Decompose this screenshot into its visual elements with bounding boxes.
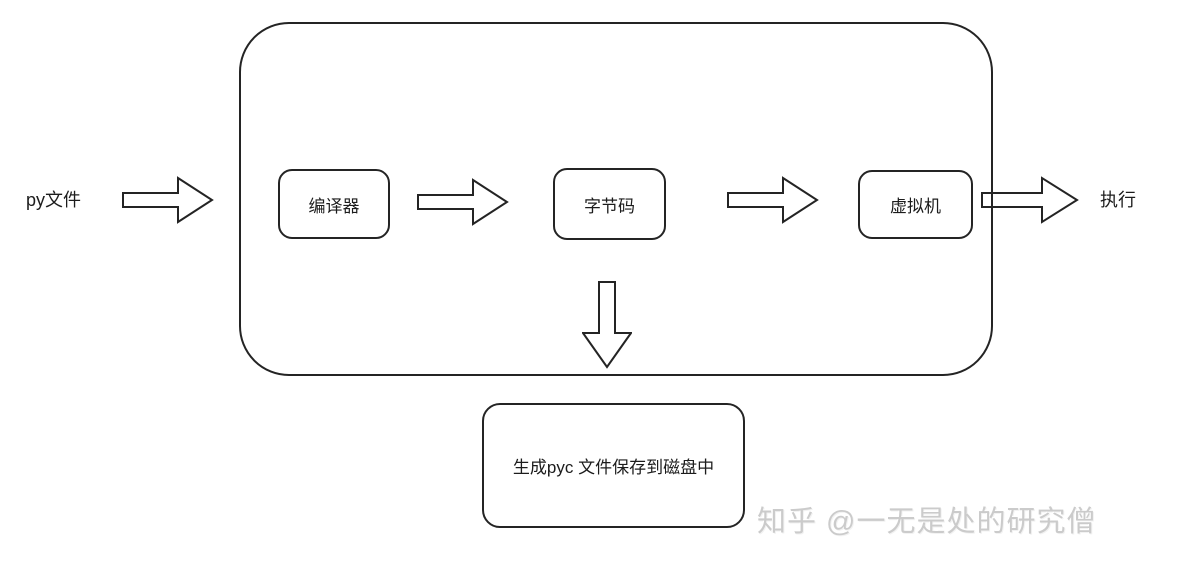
bytecode-node: 字节码 [553, 168, 666, 240]
interpreter-container-frame [239, 22, 993, 376]
compiler-node: 编译器 [278, 169, 390, 239]
bytecode-node-label: 字节码 [584, 196, 635, 216]
execute-label: 执行 [1100, 190, 1136, 210]
vm-node: 虚拟机 [858, 170, 973, 239]
arrow-right-icon [122, 176, 214, 224]
arrow-down-icon [582, 281, 632, 369]
vm-node-label: 虚拟机 [890, 197, 941, 216]
arrow-right-icon [417, 178, 509, 226]
pyc-save-node: 生成pyc 文件保存到磁盘中 [482, 403, 745, 528]
arrow-right-icon [981, 176, 1079, 224]
pyc-save-node-label: 生成pyc 文件保存到磁盘中 [512, 458, 715, 477]
zhihu-watermark: 知乎 @一无是处的研究僧 [757, 506, 1097, 538]
py-file-label: py文件 [26, 190, 82, 210]
arrow-right-icon [727, 176, 819, 224]
compiler-node-label: 编译器 [308, 196, 360, 216]
